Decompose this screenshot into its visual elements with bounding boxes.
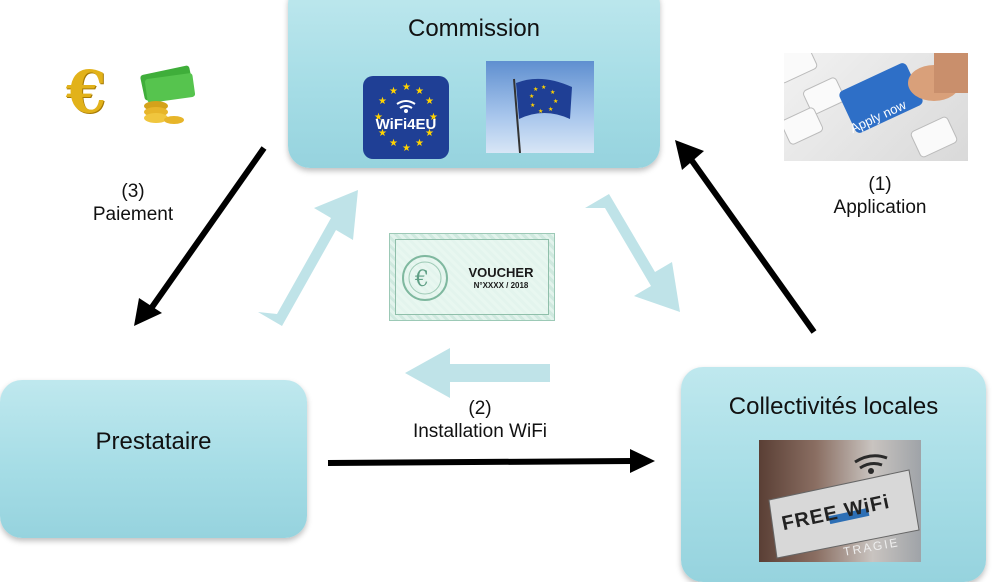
- voucher-inner-panel: [395, 239, 549, 315]
- svg-text:★: ★: [533, 86, 538, 93]
- step-application-label: (1) Application: [800, 173, 960, 219]
- svg-text:★: ★: [378, 96, 387, 107]
- svg-text:★: ★: [429, 112, 438, 123]
- wifi4eu-stars-icon: ★★★ ★★★ ★★★ ★★★: [374, 82, 438, 154]
- flow-arrows: [134, 140, 817, 473]
- voucher-title: VOUCHER: [468, 265, 534, 280]
- prestataire-node: Prestataire: [0, 380, 307, 538]
- commission-node: Commission ★★★ ★★★ ★★★ ★★★ WiFi4EU ★★★ ★…: [288, 0, 660, 168]
- step-installation-text: Installation WiFi: [412, 421, 548, 442]
- svg-text:★: ★: [402, 82, 411, 93]
- arrowhead-paiement: [134, 298, 162, 326]
- step-paiement-number: (3): [121, 181, 145, 202]
- arrowhead-installation: [630, 449, 655, 473]
- svg-text:★: ★: [402, 143, 411, 154]
- light-arrow-to-prestataire: [405, 348, 550, 398]
- voucher-number: N°XXXX / 2018: [473, 281, 529, 290]
- svg-text:★: ★: [389, 138, 398, 149]
- svg-text:★: ★: [538, 108, 543, 115]
- arrow-paiement: [147, 146, 267, 312]
- commission-title: Commission: [407, 15, 541, 42]
- svg-text:★: ★: [378, 128, 387, 139]
- svg-text:★: ★: [541, 84, 546, 91]
- step-installation-label: (2) Installation WiFi: [380, 397, 580, 443]
- free-wifi-storefront-photo: FREE WiFi TRAGIE: [759, 440, 921, 562]
- svg-text:★: ★: [550, 89, 555, 96]
- step-application-number: (1): [868, 174, 892, 195]
- svg-text:★: ★: [415, 138, 424, 149]
- svg-text:★: ★: [553, 98, 558, 105]
- step-application-text: Application: [833, 197, 927, 218]
- light-arrow-to-collectivites: [585, 194, 680, 312]
- money-stack-icon: [140, 65, 196, 124]
- voucher-image: € VOUCHER N°XXXX / 2018: [389, 233, 555, 321]
- apply-now-keyboard-photo: Apply now: [784, 53, 968, 161]
- svg-text:★: ★: [425, 96, 434, 107]
- eu-flag-icon: ★★★ ★★★ ★★: [513, 78, 572, 153]
- euro-icon: €: [66, 58, 107, 126]
- collectivites-title: Collectivités locales: [728, 393, 939, 420]
- arrow-installation: [327, 458, 633, 466]
- step-installation-number: (2): [468, 398, 492, 419]
- wifi4eu-logo-text: WiFi4EU: [375, 116, 437, 133]
- svg-text:★: ★: [425, 128, 434, 139]
- arrow-application: [687, 156, 817, 334]
- arrowhead-application: [675, 140, 704, 170]
- svg-text:★: ★: [389, 86, 398, 97]
- voucher-euro-seal-icon: €: [402, 255, 448, 301]
- collectivites-node: Collectivités locales FREE WiFi TRAGIE: [681, 367, 986, 582]
- keyboard-keys-icon: [784, 53, 968, 158]
- wifi4eu-logo: ★★★ ★★★ ★★★ ★★★ WiFi4EU: [363, 76, 449, 159]
- eu-flag-photo: ★★★ ★★★ ★★: [486, 61, 594, 153]
- step-paiement-label: (3) Paiement: [68, 180, 198, 226]
- step-paiement-text: Paiement: [92, 204, 174, 225]
- light-arrow-to-commission: [258, 190, 358, 326]
- svg-text:★: ★: [374, 112, 383, 123]
- svg-text:★: ★: [415, 86, 424, 97]
- prestataire-title: Prestataire: [95, 428, 212, 455]
- svg-text:★: ★: [529, 93, 534, 100]
- svg-text:€: €: [414, 267, 429, 292]
- svg-text:★: ★: [548, 106, 553, 113]
- free-wifi-sign-icon: [768, 454, 920, 559]
- svg-text:★: ★: [530, 102, 535, 109]
